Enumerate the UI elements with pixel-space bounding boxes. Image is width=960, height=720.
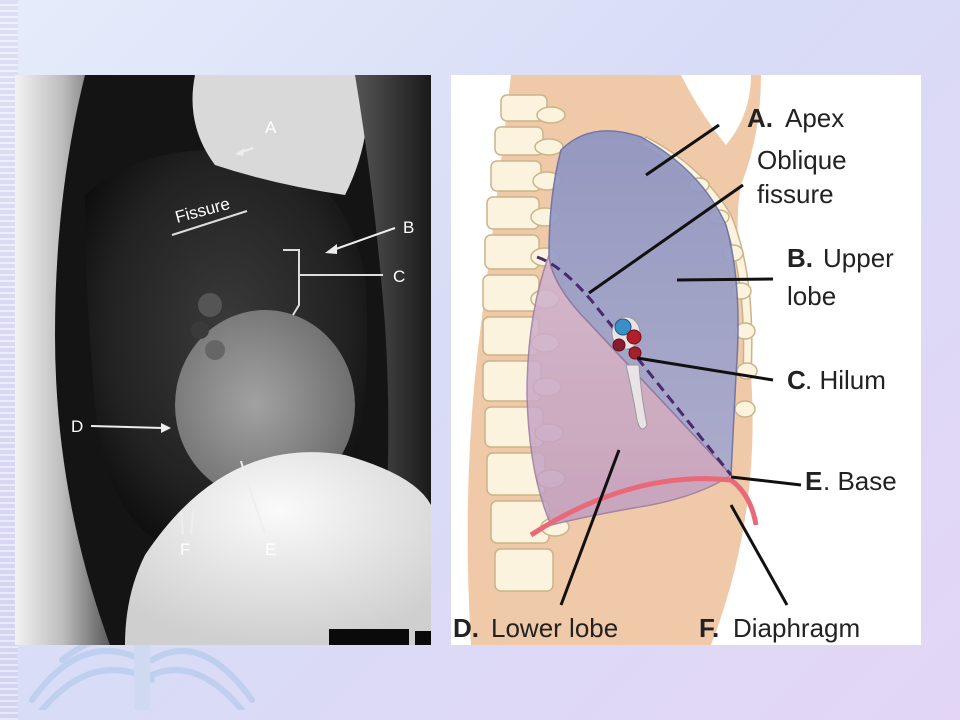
diagram-label-e-letter: E bbox=[805, 466, 822, 496]
diagram-label-fissure: fissure bbox=[757, 179, 834, 209]
hilum-vessels bbox=[611, 316, 648, 430]
xray-label-d: D bbox=[71, 417, 83, 436]
diagram-label-diaphragm: Diaphragm bbox=[733, 613, 860, 643]
xray-label-e: E bbox=[265, 540, 276, 559]
oblique-fissure-line bbox=[536, 255, 733, 476]
diagram-label-apex: Apex bbox=[785, 103, 844, 133]
diagram-label-a-letter: A. bbox=[747, 103, 773, 133]
lower-lobe-shape bbox=[526, 254, 733, 526]
xray-label-b: B bbox=[403, 218, 414, 237]
diaphragm-curve bbox=[529, 476, 759, 538]
diagram-label-lobe: lobe bbox=[787, 281, 836, 311]
diagram-label-f-letter: F. bbox=[699, 613, 719, 643]
xray-label-f: F bbox=[180, 540, 190, 559]
lung-anatomy-diagram-panel: A. Apex Oblique fissure B. Upper lobe C … bbox=[451, 75, 921, 645]
diagram-label-d-letter: D. bbox=[453, 613, 479, 643]
slide-edge-stripes bbox=[0, 0, 18, 720]
diagram-label-b-letter: B. bbox=[787, 243, 813, 273]
diagram-label-base: . Base bbox=[823, 466, 897, 496]
xray-image-panel: A Fissure B C D E F bbox=[15, 75, 431, 645]
diagram-label-c-letter: C bbox=[787, 365, 806, 395]
lateral-chest-xray: A Fissure B C D E F bbox=[15, 75, 431, 645]
diagram-label-hilum: . Hilum bbox=[805, 365, 886, 395]
diagram-label-oblique: Oblique bbox=[757, 145, 847, 175]
xray-label-c: C bbox=[393, 267, 405, 286]
diagram-label-lower-lobe: Lower lobe bbox=[491, 613, 618, 643]
lung-lobes-diagram: A. Apex Oblique fissure B. Upper lobe C … bbox=[451, 75, 921, 645]
xray-label-a: A bbox=[265, 118, 277, 137]
diagram-label-upper: Upper bbox=[823, 243, 894, 273]
